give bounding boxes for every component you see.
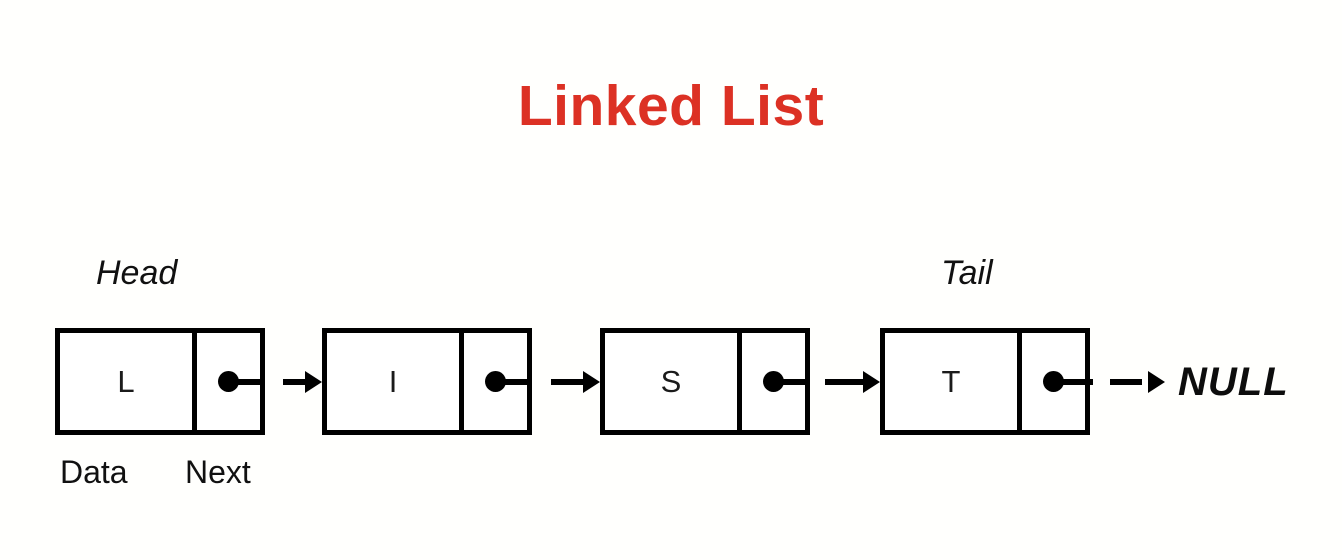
- list-node-2: I: [322, 328, 532, 435]
- pointer-stub: [782, 378, 805, 385]
- link-arrow-4-to-null: [1110, 371, 1165, 393]
- node-1-data-cell: L: [60, 333, 197, 430]
- node-2-next-cell: [464, 333, 527, 430]
- pointer-dot-icon: [218, 371, 239, 392]
- list-node-3: S: [600, 328, 810, 435]
- pointer-dot-icon: [485, 371, 506, 392]
- node-3-next-cell: [742, 333, 805, 430]
- null-terminator-label: NULL: [1178, 360, 1289, 404]
- arrow-shaft: [283, 379, 307, 385]
- data-field-label: Data: [60, 454, 128, 490]
- node-1-next-cell: [197, 333, 260, 430]
- list-node-4: T: [880, 328, 1093, 435]
- arrow-head-icon: [583, 371, 600, 393]
- list-node-1: L: [55, 328, 265, 435]
- arrow-shaft: [551, 379, 585, 385]
- pointer-dot-icon: [1043, 371, 1064, 392]
- arrow-head-icon: [305, 371, 322, 393]
- link-arrow-3-to-4: [825, 371, 880, 393]
- next-field-label: Next: [185, 454, 251, 490]
- node-4-data-cell: T: [885, 333, 1022, 430]
- pointer-dot-icon: [763, 371, 784, 392]
- pointer-stub: [504, 378, 527, 385]
- node-4-next-cell: [1022, 333, 1093, 430]
- arrow-shaft: [825, 379, 863, 385]
- node-3-data-cell: S: [605, 333, 742, 430]
- page-title: Linked List: [517, 74, 825, 138]
- arrow-head-icon: [863, 371, 880, 393]
- tail-label: Tail: [941, 254, 993, 292]
- head-label: Head: [96, 254, 178, 292]
- node-2-data-cell: I: [327, 333, 464, 430]
- pointer-stub: [237, 378, 260, 385]
- link-arrow-2-to-3: [551, 371, 600, 393]
- link-arrow-1-to-2: [283, 371, 322, 393]
- arrow-shaft: [1110, 379, 1142, 385]
- pointer-stub: [1062, 378, 1093, 385]
- arrow-head-icon: [1148, 371, 1165, 393]
